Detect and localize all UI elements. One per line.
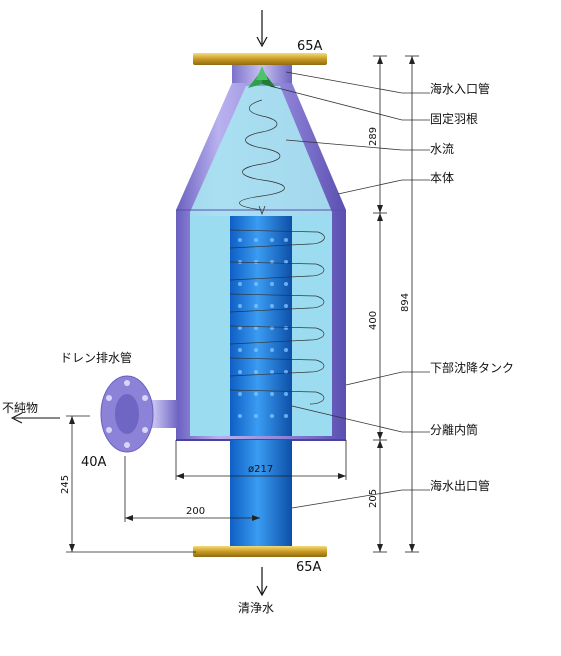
drain-pipe-label: ドレン排水管 xyxy=(60,350,132,365)
seawater-outlet-label: 海水出口管 xyxy=(430,478,490,493)
outlet-pipe xyxy=(230,440,292,546)
callout-lines xyxy=(269,71,430,509)
top-flange xyxy=(193,53,327,65)
dim-217: ø217 xyxy=(248,464,273,475)
swirl-flow-lower xyxy=(229,229,325,405)
impurities-arrow xyxy=(10,412,60,424)
dimension-lines xyxy=(66,55,419,553)
drain-size-label: 40A xyxy=(81,455,107,470)
fixed-vane-icon xyxy=(248,66,276,88)
water-flow-label: 水流 xyxy=(430,142,454,156)
impurities-label: 不純物 xyxy=(2,401,38,415)
seawater-inlet-label: 海水入口管 xyxy=(430,81,490,96)
drain-bolts xyxy=(106,380,148,448)
dim-245: 245 xyxy=(60,475,71,494)
clean-water-label: 清浄水 xyxy=(238,601,274,615)
swirl-flow xyxy=(239,99,285,211)
dim-200: 200 xyxy=(186,506,205,517)
body-label: 本体 xyxy=(430,171,454,185)
inlet-arrow xyxy=(256,10,268,48)
inlet-size-label: 65A xyxy=(297,39,323,54)
dim-289: 289 xyxy=(368,127,379,146)
outlet-arrow xyxy=(256,567,268,597)
lower-tank-label: 下部沈降タンク xyxy=(430,360,514,375)
fixed-vane-label: 固定羽根 xyxy=(430,111,478,126)
dimension-ticks xyxy=(69,56,415,552)
dim-205: 205 xyxy=(368,489,379,508)
dim-400: 400 xyxy=(368,311,379,330)
outlet-size-label: 65A xyxy=(296,560,322,575)
separator-tube-label: 分離内筒 xyxy=(430,422,478,437)
bottom-flange xyxy=(193,546,327,557)
dim-894: 894 xyxy=(400,293,411,312)
